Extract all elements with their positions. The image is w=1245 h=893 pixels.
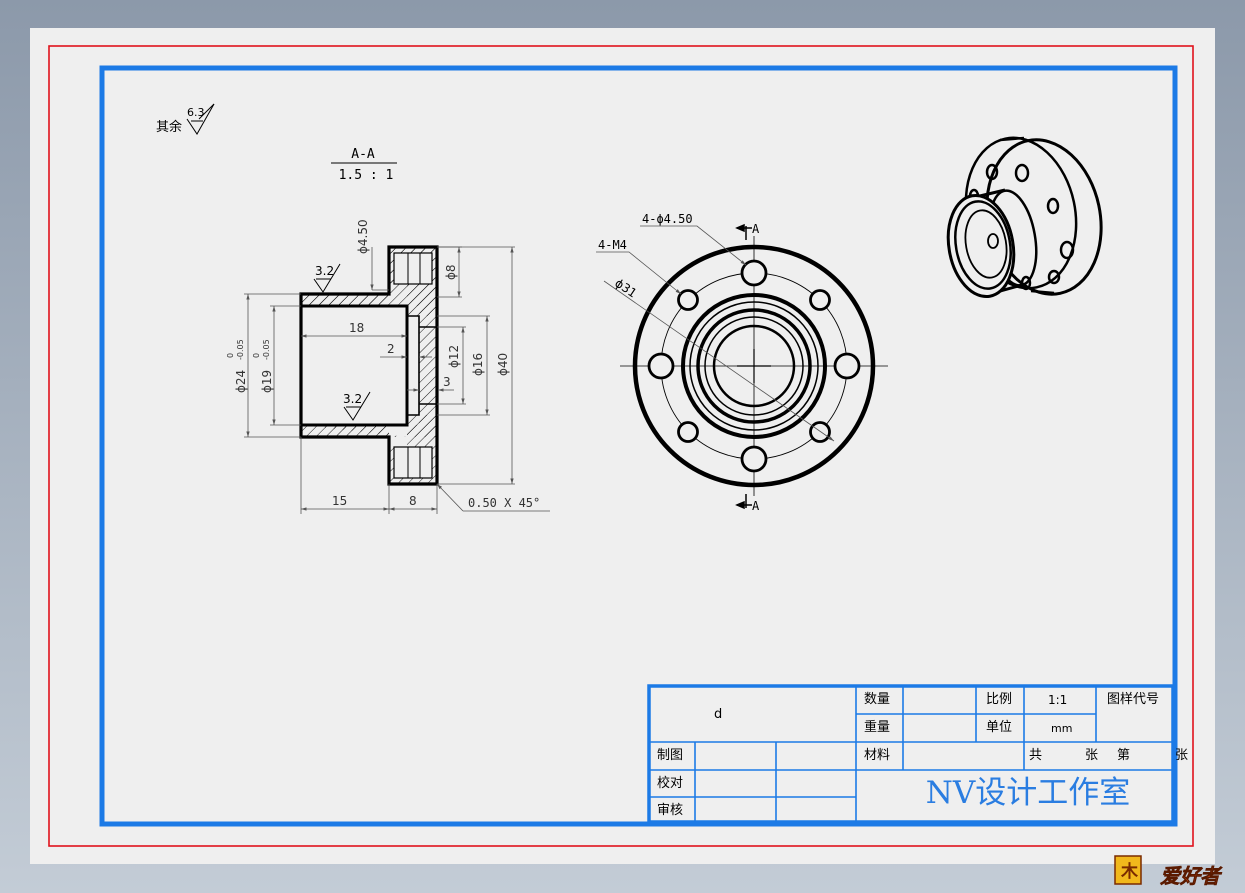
sheets-total: 共 <box>1029 748 1042 763</box>
dim-2: 2 <box>387 342 395 356</box>
tol-19-lower: -0.05 <box>262 339 271 360</box>
dim-phi-19: ϕ19 <box>260 370 274 393</box>
dim-chamfer: 0.50 X 45° <box>468 496 540 510</box>
bolt-holes <box>647 259 861 473</box>
roughness-1: 3.2 <box>315 264 334 278</box>
threaded-holes <box>677 289 831 443</box>
cut-label-top: A <box>752 222 760 236</box>
watermark-box-char: 木 <box>1120 861 1139 882</box>
dim-phi-12: ϕ12 <box>447 345 461 368</box>
isometric-view <box>946 136 1103 299</box>
watermark-logo: 木 爱好者 <box>1114 855 1223 888</box>
weight-label: 重量 <box>864 719 890 735</box>
cut-label-bottom: A <box>752 499 760 513</box>
company-name: NV设计工作室 <box>926 775 1131 811</box>
surface-finish-value: 6.3 <box>187 106 205 119</box>
material-label: 材料 <box>864 748 890 763</box>
surface-finish-note: 其余 6.3 <box>156 103 215 135</box>
dim-8: 8 <box>409 494 417 508</box>
section-label: A-A <box>351 147 375 162</box>
tol-19-upper: 0 <box>252 353 261 358</box>
tol-24-upper: 0 <box>226 353 235 358</box>
dim-phi-4-50: ϕ4.50 <box>356 219 370 254</box>
dim-phi-8: ϕ8 <box>444 264 458 280</box>
outer-frame <box>48 45 1194 847</box>
dim-phi-16: ϕ16 <box>471 353 485 376</box>
dim-phi-24: ϕ24 <box>234 370 248 393</box>
roughness-2: 3.2 <box>343 392 362 406</box>
title-block: d 数量 重量 比例 1:1 单位 mm 图样代号 材料 共 张 第 张 制图 … <box>647 684 1188 824</box>
dim-15: 15 <box>332 494 347 508</box>
scale-label: 比例 <box>986 692 1012 707</box>
approved-label: 审核 <box>657 803 683 818</box>
drawing-no-label: 图样代号 <box>1107 692 1159 707</box>
section-scale: 1.5 : 1 <box>339 168 394 183</box>
watermark-text: 爱好者 <box>1160 864 1223 888</box>
dim-phi-40: ϕ40 <box>496 353 510 376</box>
flange-outer <box>632 244 876 488</box>
sheet-no: 第 <box>1117 748 1130 763</box>
section-view: A-A 1.5 : 1 <box>226 147 550 514</box>
holes-label: 4-ϕ4.50 <box>642 212 693 226</box>
qty-label: 数量 <box>864 692 890 707</box>
drawn-label: 制图 <box>657 748 683 763</box>
surface-finish-prefix: 其余 <box>156 119 182 135</box>
inner-frame <box>99 65 1178 827</box>
unit-label: 单位 <box>986 720 1012 735</box>
part-name: d <box>714 707 722 722</box>
dim-18: 18 <box>349 321 364 335</box>
threads-label: 4-M4 <box>598 238 627 252</box>
sheets-word: 张 <box>1085 748 1098 763</box>
checked-label: 校对 <box>657 775 683 791</box>
unit-value: mm <box>1051 722 1072 735</box>
tol-24-lower: -0.05 <box>236 339 245 360</box>
dim-3: 3 <box>443 375 451 389</box>
paper-sheet <box>30 28 1215 864</box>
front-view: 4-ϕ4.50 4-M4 ϕ31 A A <box>596 212 888 513</box>
sheet-word: 张 <box>1175 748 1188 763</box>
scale-value: 1:1 <box>1048 693 1067 707</box>
